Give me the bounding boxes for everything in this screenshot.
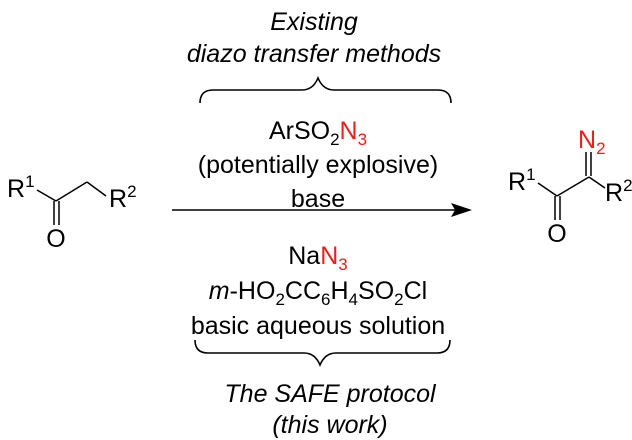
pr-bond-c-c xyxy=(556,176,590,197)
bottom-label-line2: (this work) xyxy=(272,411,387,439)
reaction-arrow-head xyxy=(451,203,472,217)
sm-bond-c-ch2 xyxy=(55,181,88,202)
pr-bond-r1-c xyxy=(537,182,558,197)
product: R1 O N2 R2 xyxy=(508,126,632,248)
sm-bond-ch2-r2 xyxy=(86,181,107,197)
sm-oxygen-label: O xyxy=(46,225,65,253)
pr-oxygen-label: O xyxy=(547,220,566,248)
pr-bond-c-r2 xyxy=(588,176,606,189)
top-label-line1: Existing xyxy=(270,8,358,36)
bottom-brace xyxy=(194,339,451,368)
starting-material: R1 O R2 xyxy=(7,172,137,253)
pr-n2-label: N2 xyxy=(578,126,606,158)
top-label-line2: diazo transfer methods xyxy=(187,40,441,68)
sm-bond-r1-c xyxy=(36,189,57,202)
base-label: base xyxy=(291,185,345,213)
sm-r2-label: R2 xyxy=(109,182,137,213)
sm-r1-label: R1 xyxy=(7,172,35,203)
top-brace xyxy=(199,75,452,104)
pr-r2-label: R2 xyxy=(605,176,632,207)
pr-r1-label: R1 xyxy=(508,165,536,196)
reagent-sulfonyl-chloride: m-HO2CC6H4SO2Cl xyxy=(209,277,427,309)
bottom-label-line1: The SAFE protocol xyxy=(224,380,437,408)
reagent-arso2n3: ArSO2N3 xyxy=(269,117,367,149)
reagent-note: (potentially explosive) xyxy=(198,151,438,179)
reagent-nan3: NaN3 xyxy=(288,242,348,274)
solvent-label: basic aqueous solution xyxy=(191,312,445,340)
